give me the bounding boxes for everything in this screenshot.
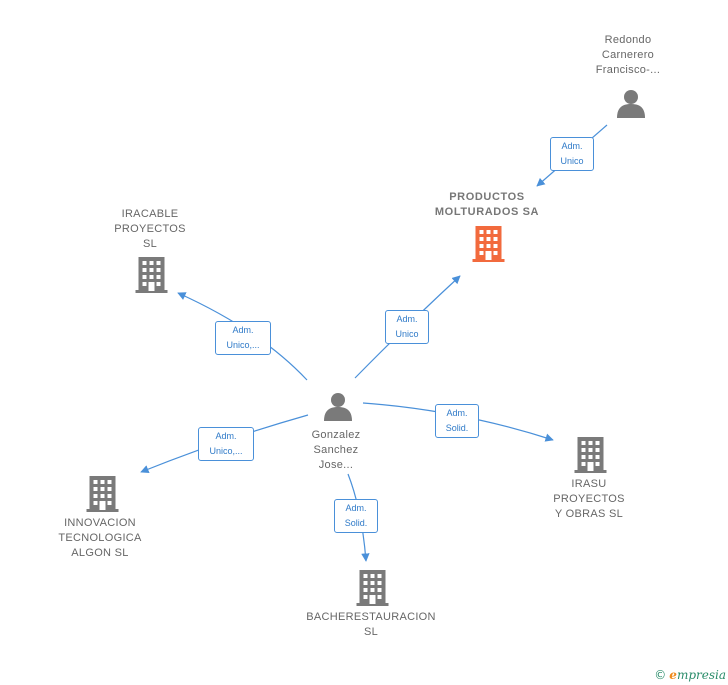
brand-name: mpresia: [676, 668, 726, 682]
edge-label-redondo-productos: Adm. Unico: [550, 137, 594, 171]
node-label-bacherestauracion[interactable]: BACHERESTAURACION SL: [306, 611, 436, 638]
brand-initial: e: [669, 668, 677, 682]
person-icon[interactable]: [617, 90, 645, 118]
node-label-irasu[interactable]: IRASU PROYECTOS Y OBRAS SL: [553, 478, 625, 520]
building-icon[interactable]: [86, 476, 119, 512]
node-label-innovacion[interactable]: INNOVACION TECNOLOGICA ALGON SL: [58, 517, 142, 559]
copyright-icon: ©: [654, 668, 667, 682]
node-label-redondo[interactable]: Redondo Carnerero Francisco-...: [595, 34, 661, 76]
building-icon[interactable]: [574, 437, 607, 473]
node-label-gonzalez[interactable]: Gonzalez Sanchez Jose...: [311, 429, 361, 471]
edge-label-gonzalez-innovacion: Adm. Unico,...: [198, 427, 254, 461]
building-icon[interactable]: [135, 257, 168, 293]
edge-label-gonzalez-productos: Adm. Unico: [385, 310, 429, 344]
node-label-iracable[interactable]: IRACABLE PROYECTOS SL: [114, 208, 186, 250]
node-label-productos-molturados[interactable]: PRODUCTOS MOLTURADOS SA: [434, 191, 540, 218]
edge-label-gonzalez-irasu: Adm. Solid.: [435, 404, 479, 438]
edge-label-gonzalez-bacherestauracion: Adm. Solid.: [334, 499, 378, 533]
edge-label-gonzalez-iracable: Adm. Unico,...: [215, 321, 271, 355]
empresia-footer[interactable]: ©empresia: [654, 668, 726, 682]
building-icon[interactable]: [356, 570, 389, 606]
building-icon[interactable]: [472, 226, 505, 262]
person-icon[interactable]: [324, 393, 352, 421]
